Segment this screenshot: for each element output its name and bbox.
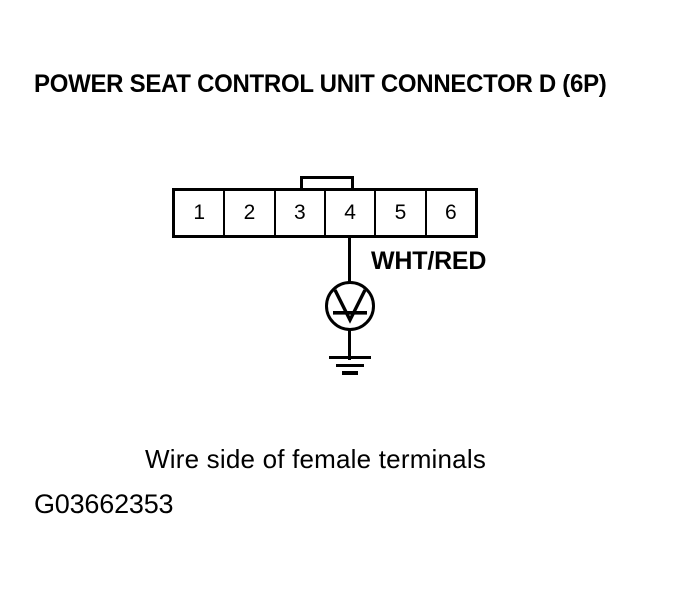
- figure-id-label: G03662353: [34, 489, 174, 519]
- ground-bar-2: [336, 364, 364, 367]
- wire-segment-voltmeter-to-ground: [348, 328, 351, 360]
- connector-locking-tab-icon: [300, 176, 354, 188]
- wire-color-label: WHT/RED: [371, 247, 487, 275]
- figure-caption: Wire side of female terminals: [145, 444, 487, 474]
- connector-assembly: 1 2 3 4 5 6: [172, 176, 478, 238]
- connector-pin-5[interactable]: 5: [376, 191, 427, 235]
- connector-pin-4[interactable]: 4: [326, 191, 377, 235]
- pin-number-label: 5: [394, 200, 407, 224]
- page-title: POWER SEAT CONTROL UNIT CONNECTOR D (6P): [34, 70, 607, 98]
- connector-pin-2[interactable]: 2: [225, 191, 276, 235]
- connector-pin-3[interactable]: 3: [276, 191, 326, 235]
- connector-pin-row: 1 2 3 4 5 6: [172, 188, 478, 238]
- pin-number-label: 3: [293, 200, 306, 224]
- connector-pin-1[interactable]: 1: [175, 191, 226, 235]
- wire-segment-pin4-to-voltmeter: [348, 236, 351, 284]
- pin-number-label: 4: [344, 200, 356, 224]
- ground-icon: [328, 356, 372, 376]
- voltmeter-icon: [324, 281, 376, 331]
- connector-pin-6[interactable]: 6: [427, 191, 475, 235]
- pin-number-label: 6: [444, 200, 457, 224]
- pin-number-label: 2: [243, 200, 256, 224]
- ground-bar-3: [342, 371, 358, 375]
- pin-number-label: 1: [193, 200, 205, 224]
- ground-bar-1: [329, 356, 371, 359]
